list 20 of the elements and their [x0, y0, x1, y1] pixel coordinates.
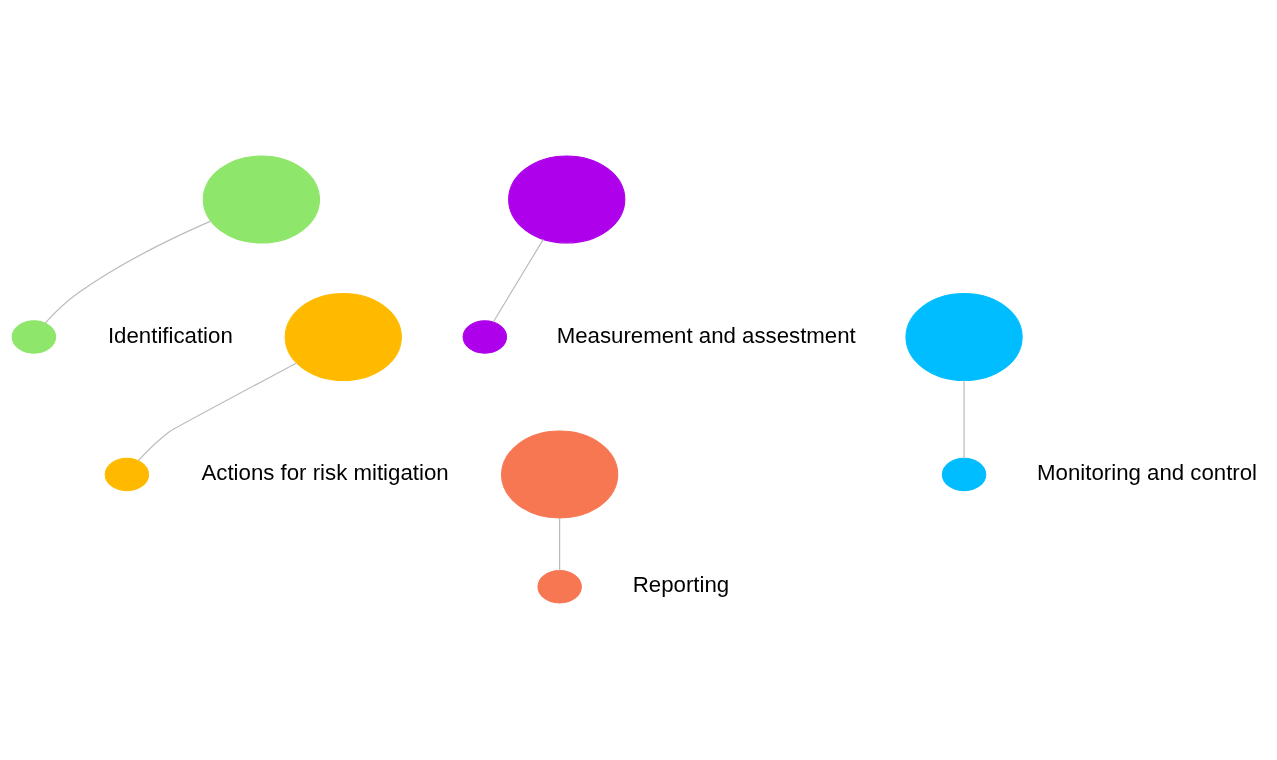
node-blob [508, 155, 626, 243]
connector [137, 362, 297, 461]
node-blob [462, 319, 508, 354]
node-label: Reporting [632, 571, 730, 597]
node-blob [104, 457, 150, 491]
node-label: Monitoring and control [1037, 459, 1258, 485]
node-label: Measurement and assestment [556, 322, 856, 348]
node-label: Actions for risk mitigation [201, 459, 449, 485]
node-blob [11, 319, 57, 354]
connector [963, 379, 965, 459]
connector [492, 238, 544, 323]
node-blob [905, 292, 1023, 381]
node-blob [501, 430, 619, 518]
node-blob [202, 155, 320, 243]
node-blob [537, 569, 582, 603]
node-blob [941, 457, 987, 491]
node-blob [284, 292, 402, 381]
connector [44, 220, 212, 324]
node-label: Identification [107, 322, 233, 348]
connector [559, 517, 561, 571]
